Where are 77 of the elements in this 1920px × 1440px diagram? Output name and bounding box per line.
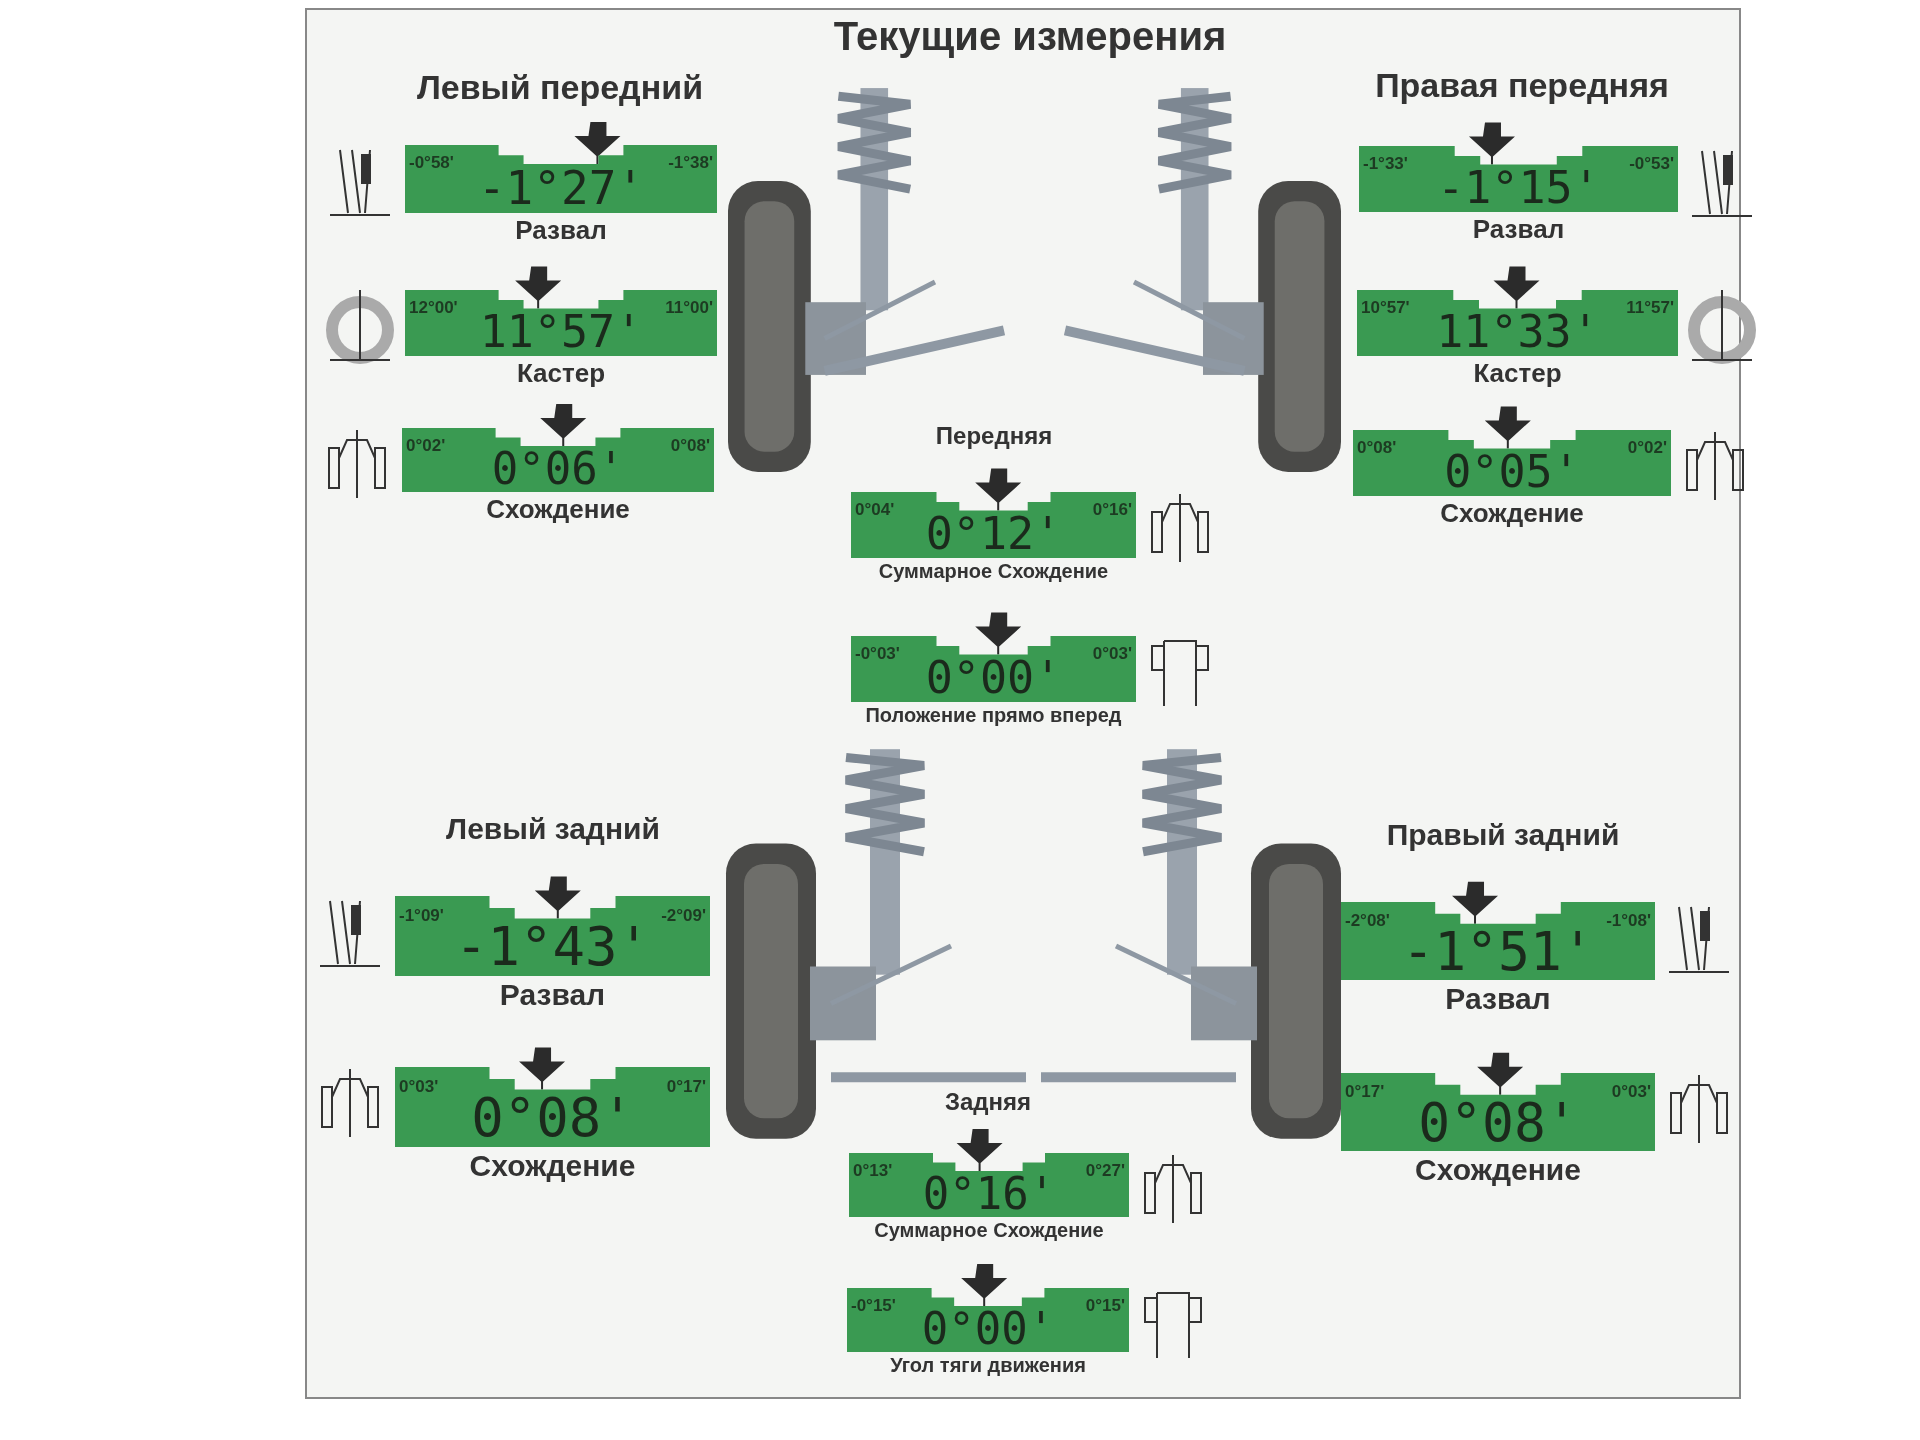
measured-value: 0°16' bbox=[922, 1168, 1056, 1219]
range-min-value: -2°08' bbox=[1345, 911, 1390, 932]
measurement-name: Развал bbox=[1472, 214, 1565, 245]
section-heading: Правый задний bbox=[1386, 818, 1620, 852]
range-max-value: 0°16' bbox=[1092, 499, 1132, 520]
gauge-bar bbox=[847, 1288, 1129, 1352]
range-max-value: 0°08' bbox=[670, 435, 710, 456]
measured-value: 0°00' bbox=[925, 651, 1062, 704]
section-heading: Задняя bbox=[944, 1088, 1032, 1116]
measured-value: -1°15' bbox=[1437, 161, 1600, 214]
section-heading: Левый задний bbox=[446, 812, 660, 846]
range-max-value: -1°08' bbox=[1606, 911, 1651, 932]
gauge-bar bbox=[395, 1067, 710, 1147]
range-min-value: -1°33' bbox=[1363, 153, 1408, 174]
range-min-value: -1°09' bbox=[399, 905, 444, 926]
measurement-name: Схождение bbox=[486, 494, 630, 525]
gauge-bar bbox=[1353, 430, 1671, 496]
measured-value: 0°05' bbox=[1444, 445, 1580, 498]
range-max-value: 0°03' bbox=[1092, 643, 1132, 664]
range-max-value: -1°38' bbox=[668, 153, 713, 174]
range-max-value: -0°53' bbox=[1629, 153, 1674, 174]
gauge-bar bbox=[1359, 146, 1678, 212]
range-min-value: 10°57' bbox=[1361, 297, 1410, 318]
measured-value: 0°08' bbox=[1418, 1092, 1578, 1153]
measurement-name: Положение прямо вперед bbox=[865, 704, 1122, 727]
measured-value: 0°00' bbox=[921, 1303, 1055, 1354]
measurement-name: Кастер bbox=[516, 358, 606, 389]
range-max-value: 0°15' bbox=[1085, 1295, 1125, 1316]
measurement-name: Развал bbox=[515, 215, 607, 246]
gauge-bar bbox=[851, 492, 1136, 558]
gauge-bar bbox=[395, 896, 710, 976]
measured-value: 0°12' bbox=[925, 507, 1062, 560]
gauge-bar bbox=[405, 290, 717, 356]
measured-value: 0°08' bbox=[471, 1086, 634, 1149]
section-heading: Передняя bbox=[935, 422, 1053, 450]
section-heading: Левый передний bbox=[416, 68, 704, 107]
range-min-value: 0°02' bbox=[406, 435, 446, 456]
range-min-value: -0°15' bbox=[851, 1295, 896, 1316]
measured-value: -1°51' bbox=[1402, 921, 1594, 982]
measurement-name: Суммарное Схождение bbox=[874, 1219, 1104, 1242]
range-min-value: 0°03' bbox=[399, 1076, 439, 1097]
measurement-name: Суммарное Схождение bbox=[878, 560, 1109, 583]
measured-value: 11°57' bbox=[479, 305, 643, 358]
range-max-value: 0°02' bbox=[1627, 437, 1667, 458]
range-min-value: 0°08' bbox=[1357, 437, 1397, 458]
measurement-name: Кастер bbox=[1473, 358, 1562, 389]
range-max-value: 0°03' bbox=[1611, 1082, 1651, 1103]
measured-value: -1°27' bbox=[477, 161, 645, 215]
measurement-name: Схождение bbox=[469, 1149, 636, 1183]
range-min-value: 0°17' bbox=[1345, 1082, 1385, 1103]
gauge-bar bbox=[1357, 290, 1678, 356]
gauge-bar bbox=[851, 636, 1136, 702]
measured-value: 0°06' bbox=[491, 443, 625, 494]
range-max-value: 0°27' bbox=[1085, 1160, 1125, 1181]
measurement-name: Развал bbox=[499, 978, 606, 1012]
gauge-bar bbox=[405, 145, 717, 213]
range-min-value: 0°13' bbox=[853, 1160, 893, 1181]
gauge-bar bbox=[1341, 902, 1655, 980]
section-heading: Правая передняя bbox=[1375, 66, 1669, 105]
range-max-value: 11°57' bbox=[1626, 297, 1674, 318]
range-max-value: -2°09' bbox=[661, 905, 706, 926]
measurement-name: Схождение bbox=[1440, 498, 1584, 529]
range-min-value: -0°03' bbox=[855, 643, 900, 664]
page-title: Текущие измерения bbox=[833, 14, 1227, 59]
gauge-bar bbox=[1341, 1073, 1655, 1151]
measurement-name: Схождение bbox=[1415, 1153, 1581, 1187]
gauge-bar bbox=[402, 428, 714, 492]
range-min-value: -0°58' bbox=[409, 153, 454, 174]
measured-value: 11°33' bbox=[1436, 305, 1599, 358]
range-max-value: 11°00' bbox=[665, 297, 713, 318]
range-min-value: 12°00' bbox=[409, 297, 458, 318]
gauge-bar bbox=[849, 1153, 1129, 1217]
measurement-name: Развал bbox=[1445, 982, 1551, 1016]
measurement-name: Угол тяги движения bbox=[890, 1354, 1086, 1377]
range-max-value: 0°17' bbox=[666, 1076, 706, 1097]
measured-value: -1°43' bbox=[454, 915, 651, 978]
range-min-value: 0°04' bbox=[855, 499, 895, 520]
